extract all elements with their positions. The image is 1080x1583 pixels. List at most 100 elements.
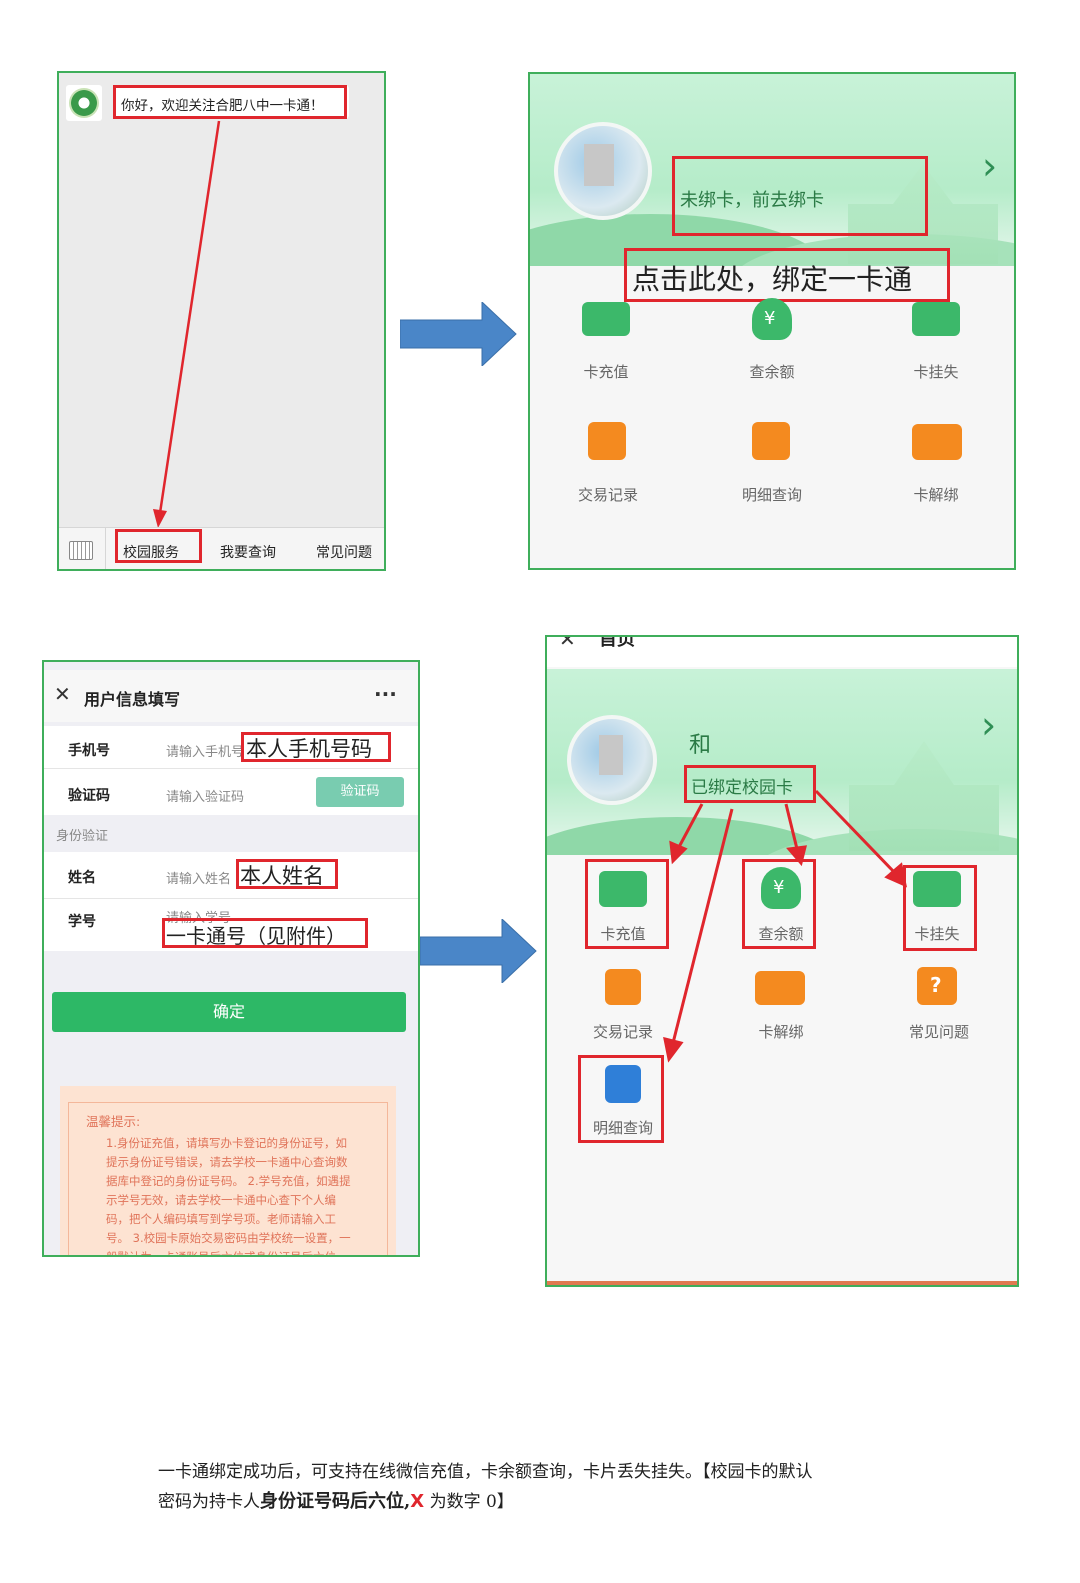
bind-status-highlight <box>684 765 816 803</box>
detail-query-highlight <box>578 1055 664 1143</box>
caption-prefix: 密码为持卡人 <box>158 1492 260 1512</box>
phone-input[interactable]: 请输入手机号 <box>166 745 245 760</box>
detail-query-icon[interactable] <box>605 1065 641 1103</box>
card-unbind-icon[interactable] <box>755 971 805 1005</box>
user-avatar[interactable] <box>567 715 657 805</box>
name-annotation-box <box>236 859 338 889</box>
question-mark: ? <box>930 973 942 997</box>
top-nav: ✕ 首页 ··· <box>547 635 1017 667</box>
detail-query-icon[interactable] <box>752 422 790 460</box>
name-input[interactable]: 请输入姓名 <box>166 872 232 887</box>
campus-service-highlight <box>115 529 202 563</box>
transaction-record-icon[interactable] <box>605 969 641 1005</box>
code-row: 验证码 请输入验证码 验证码 <box>44 769 418 815</box>
keyboard-toggle[interactable] <box>59 528 106 569</box>
tip-line: 提示身份证号错误，请去学校一卡通中心查询数 <box>106 1155 348 1169</box>
bind-status-text[interactable]: 未绑卡，前去绑卡 <box>680 190 824 211</box>
name-annotation: 本人姓名 <box>240 860 324 890</box>
caption-suffix: 为数字 0】 <box>424 1492 514 1512</box>
student-id-annotation: 一卡通号（见附件） <box>166 924 346 948</box>
close-icon[interactable]: ✕ <box>54 682 71 706</box>
yuan-symbol: ¥ <box>773 877 785 898</box>
tip-line: 示学号无效，请去学校一卡通中心查下个人编 <box>106 1193 336 1207</box>
yuan-symbol: ¥ <box>764 308 776 329</box>
card-unbind-icon[interactable] <box>912 424 962 460</box>
function-card-recharge[interactable]: 卡充值 <box>583 363 629 381</box>
school-logo-icon <box>69 88 99 118</box>
caption-line-1: 一卡通绑定成功后，可支持在线微信充值，卡余额查询，卡片丢失挂失。【校园卡的默认 <box>158 1462 813 1482</box>
chevron-right-icon[interactable]: › <box>981 703 997 747</box>
card-lock-icon[interactable] <box>913 871 961 907</box>
chevron-right-icon[interactable]: › <box>982 144 998 188</box>
bottom-strip <box>547 1281 1017 1285</box>
code-input[interactable]: 请输入验证码 <box>166 790 245 805</box>
money-bag-icon[interactable] <box>752 298 792 340</box>
function-card-unbind[interactable]: 卡解绑 <box>758 1023 804 1041</box>
confirm-button[interactable]: 确定 <box>52 992 406 1032</box>
flow-arrow-right <box>420 919 537 983</box>
function-transaction-record[interactable]: 交易记录 <box>592 1023 653 1041</box>
student-id-label: 学号 <box>68 914 96 930</box>
more-icon[interactable]: ··· <box>374 682 397 706</box>
question-icon[interactable]: ? <box>917 967 957 1005</box>
card-recharge-icon[interactable] <box>582 302 630 336</box>
section-identity: 身份验证 <box>56 829 109 844</box>
transaction-record-icon[interactable] <box>588 422 626 460</box>
form-header: ✕ 用户信息填写 ··· <box>44 670 418 722</box>
balance-highlight <box>742 859 816 949</box>
tip-title: 温馨提示: <box>86 1114 141 1129</box>
welcome-message: 你好，欢迎关注合肥八中一卡通！ <box>121 98 324 114</box>
keyboard-icon <box>69 541 93 560</box>
function-faq[interactable]: 常见问题 <box>908 1023 969 1041</box>
student-id-annotation-box <box>162 918 368 948</box>
pointer-arrow <box>153 120 221 528</box>
bind-annotation-box <box>624 248 950 302</box>
function-card-recharge[interactable]: 卡充值 <box>600 925 646 943</box>
get-code-button[interactable]: 验证码 <box>316 777 404 807</box>
caption-bold: 身份证号码后六位, <box>260 1491 411 1512</box>
official-account-avatar[interactable] <box>66 85 102 121</box>
tip-line: 1.身份证充值，请填写办卡登记的身份证号，如 <box>106 1136 347 1150</box>
card-lock-icon[interactable] <box>912 302 960 336</box>
form-title: 用户信息填写 <box>84 690 181 709</box>
money-bag-icon[interactable] <box>761 867 801 909</box>
tip-line: 据库中登记的身份证号码。 2.学号充值，如遇提 <box>106 1174 351 1188</box>
user-name: 和 <box>689 733 712 758</box>
more-icon[interactable]: ··· <box>973 637 992 645</box>
caption-line-2: 密码为持卡人身份证号码后六位,X 为数字 0】 <box>158 1487 514 1513</box>
card-recharge-icon[interactable] <box>599 871 647 907</box>
bind-status-text: 已绑定校园卡 <box>691 778 793 798</box>
function-detail-query[interactable]: 明细查询 <box>592 1119 653 1137</box>
phone-annotation: 本人手机号码 <box>246 733 372 763</box>
warm-tip-border <box>68 1102 388 1255</box>
phone-row: 手机号 请输入手机号 本人手机号码 <box>44 726 418 768</box>
menu-my-query[interactable]: 我要查询 <box>220 545 276 561</box>
warm-tip-box: 温馨提示: 1.身份证充值，请填写办卡登记的身份证号，如 提示身份证号错误，请去… <box>60 1086 396 1257</box>
welcome-bubble <box>114 85 349 119</box>
function-report-loss[interactable]: 卡挂失 <box>913 363 959 381</box>
divider <box>44 898 418 899</box>
menu-campus-service[interactable]: 校园服务 <box>123 545 179 561</box>
bind-annotation: 点击此处，绑定一卡通 <box>632 263 913 296</box>
phone-annotation-box <box>241 732 391 762</box>
function-check-balance[interactable]: 查余额 <box>758 925 804 943</box>
function-transaction-record[interactable]: 交易记录 <box>577 486 638 504</box>
phone-label: 手机号 <box>68 743 110 759</box>
user-info-form-panel: ✕ 用户信息填写 ··· 手机号 请输入手机号 本人手机号码 验证码 请输入验证… <box>42 660 420 1257</box>
tip-line: 般默认为一卡通账号后六位或身份证号后六位 <box>106 1250 336 1257</box>
menu-faq[interactable]: 常见问题 <box>316 545 372 561</box>
report-loss-highlight <box>903 865 977 951</box>
function-report-loss[interactable]: 卡挂失 <box>914 925 960 943</box>
divider <box>44 768 418 769</box>
function-check-balance[interactable]: 查余额 <box>749 363 795 381</box>
campus-card-bound-panel: ✕ 首页 ··· › 和 已绑定校园卡 卡充值 ¥ 查余额 卡挂失 <box>545 635 1019 1287</box>
bind-status-highlight <box>672 156 928 236</box>
student-id-row: 学号 请输入学号 一卡通号（见附件） <box>44 899 418 951</box>
campus-card-unbound-panel: › 未绑卡，前去绑卡 点击此处，绑定一卡通 卡充值 ¥ 查余额 卡挂失 交易记录… <box>528 72 1016 570</box>
recharge-highlight <box>585 859 669 949</box>
function-card-unbind[interactable]: 卡解绑 <box>913 486 959 504</box>
close-icon[interactable]: ✕ <box>559 635 576 651</box>
user-avatar[interactable] <box>554 122 652 220</box>
code-label: 验证码 <box>68 788 110 804</box>
function-detail-query[interactable]: 明细查询 <box>741 486 802 504</box>
